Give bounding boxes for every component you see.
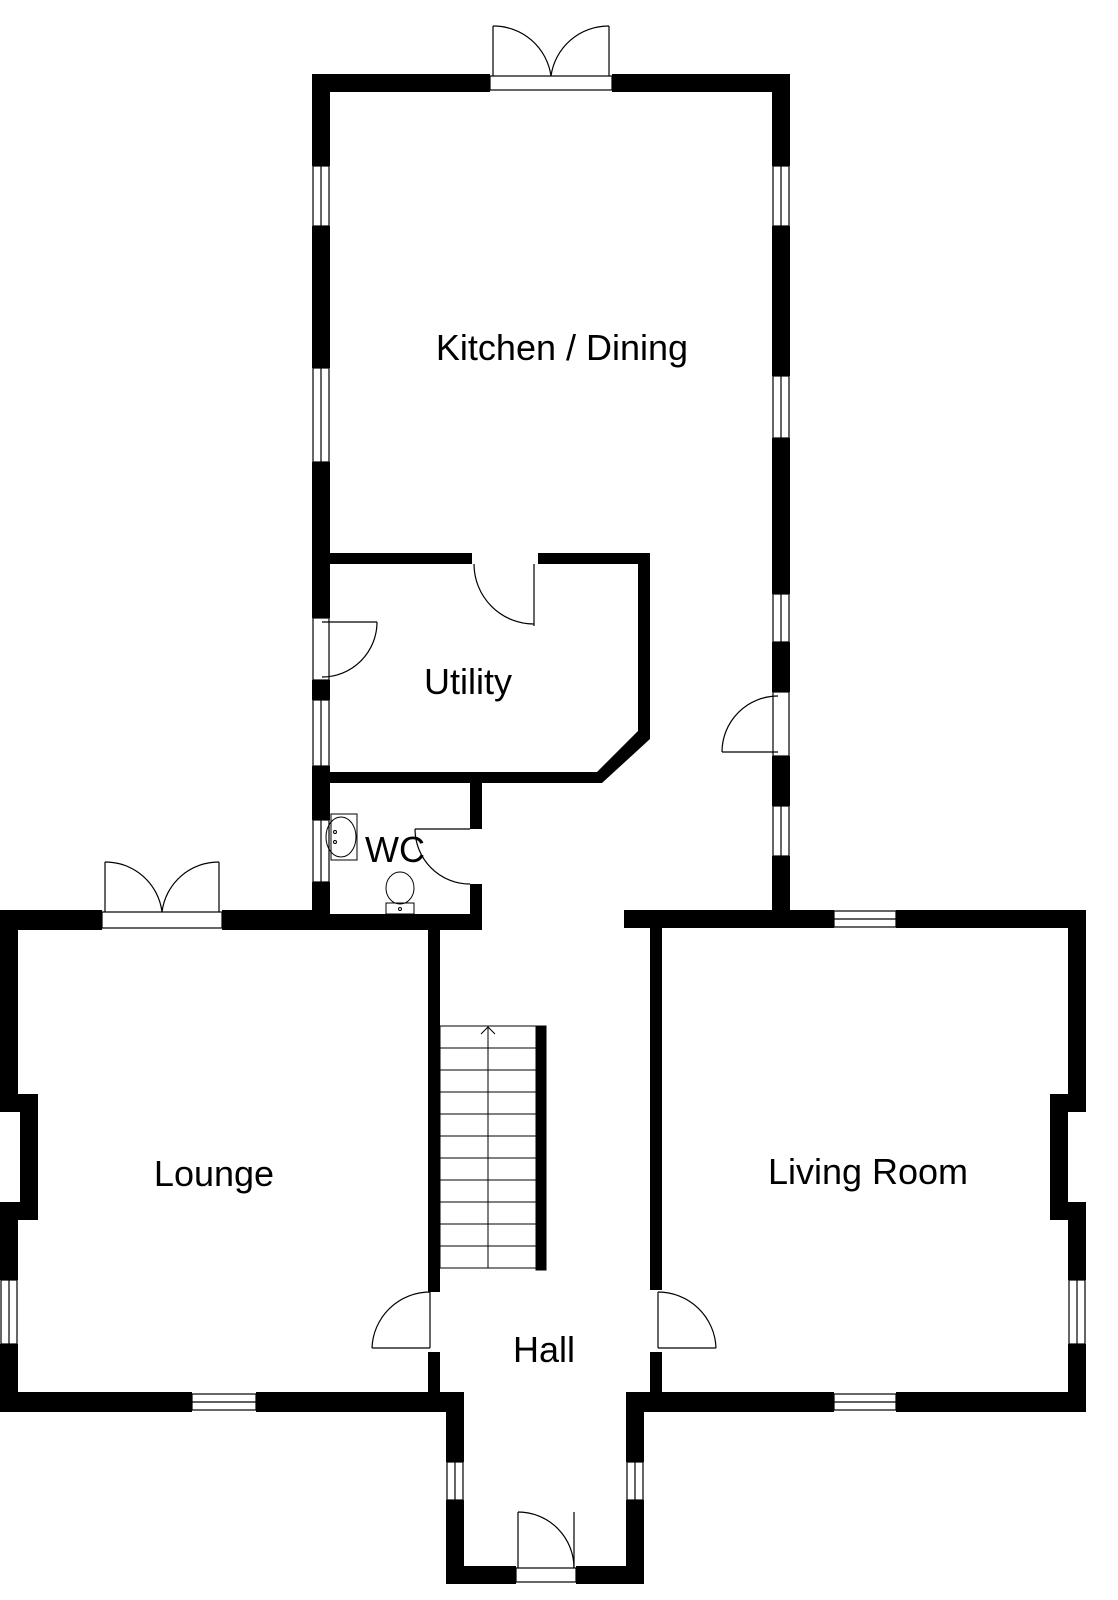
wall bbox=[896, 1392, 1086, 1412]
wall bbox=[1050, 1094, 1068, 1220]
windows bbox=[0, 165, 1086, 1501]
window-icon bbox=[772, 375, 790, 439]
wall bbox=[538, 553, 650, 564]
room-label-lounge: Lounge bbox=[154, 1153, 274, 1194]
wall bbox=[624, 910, 638, 928]
room-label-hall: Hall bbox=[513, 1329, 575, 1370]
wall bbox=[896, 910, 1086, 928]
wall bbox=[1068, 910, 1086, 1094]
wall bbox=[312, 462, 330, 618]
wall bbox=[772, 74, 790, 166]
wall bbox=[772, 642, 790, 692]
wall bbox=[428, 1352, 440, 1400]
wall bbox=[0, 910, 102, 930]
stairs-icon bbox=[439, 1025, 547, 1271]
wall bbox=[638, 553, 650, 739]
wall bbox=[0, 1392, 192, 1412]
window-icon bbox=[446, 1461, 464, 1501]
wall bbox=[312, 74, 490, 92]
toilet-icon bbox=[385, 871, 415, 915]
door-icon bbox=[312, 617, 378, 681]
room-label-kitchen: Kitchen / Dining bbox=[436, 327, 688, 368]
room-label-utility: Utility bbox=[424, 661, 512, 702]
wall bbox=[470, 783, 482, 829]
wall bbox=[772, 856, 790, 922]
door-icon bbox=[721, 691, 790, 757]
wall bbox=[626, 1500, 644, 1584]
wall bbox=[20, 1094, 38, 1220]
window-icon bbox=[833, 910, 897, 928]
wall bbox=[312, 226, 330, 368]
window-icon bbox=[772, 165, 790, 227]
wall bbox=[446, 1500, 464, 1584]
door-icon bbox=[489, 25, 613, 91]
door-icon bbox=[101, 861, 223, 929]
doors bbox=[101, 25, 790, 1583]
window-icon bbox=[312, 699, 330, 767]
wall bbox=[650, 1352, 662, 1400]
window-icon bbox=[626, 1461, 644, 1501]
wall bbox=[222, 910, 330, 930]
wall bbox=[772, 226, 790, 376]
wall bbox=[626, 1392, 834, 1412]
wall bbox=[594, 731, 650, 783]
door-icon bbox=[473, 563, 535, 626]
door-icon bbox=[657, 1291, 717, 1349]
wall bbox=[446, 1392, 464, 1462]
wall bbox=[312, 772, 602, 783]
window-icon bbox=[0, 1279, 18, 1345]
window-icon bbox=[312, 165, 330, 227]
wall bbox=[0, 1202, 18, 1280]
wall bbox=[1068, 1202, 1086, 1280]
wall bbox=[312, 74, 330, 166]
room-label-living: Living Room bbox=[768, 1151, 968, 1192]
wall bbox=[312, 553, 472, 564]
window-icon bbox=[772, 593, 790, 643]
wall bbox=[650, 928, 662, 1290]
door-icon bbox=[515, 1511, 577, 1583]
wall bbox=[772, 438, 790, 594]
window-icon bbox=[1068, 1279, 1086, 1345]
room-label-wc: WC bbox=[365, 829, 425, 870]
window-icon bbox=[312, 367, 330, 463]
wall bbox=[312, 766, 330, 820]
wall bbox=[256, 1392, 464, 1412]
wall bbox=[446, 1566, 516, 1584]
door-icon bbox=[371, 1291, 431, 1349]
wall bbox=[612, 74, 790, 92]
wall bbox=[428, 930, 440, 1292]
window-icon bbox=[772, 805, 790, 857]
wall bbox=[312, 680, 330, 700]
door-icon bbox=[414, 828, 471, 885]
wall bbox=[0, 910, 18, 1110]
wall bbox=[312, 914, 482, 930]
window-icon bbox=[833, 1393, 897, 1411]
wall bbox=[772, 756, 790, 806]
walls bbox=[0, 74, 1086, 1584]
sink-icon bbox=[325, 813, 358, 861]
wall bbox=[624, 910, 834, 928]
window-icon bbox=[191, 1393, 257, 1411]
window-icon bbox=[312, 819, 330, 883]
